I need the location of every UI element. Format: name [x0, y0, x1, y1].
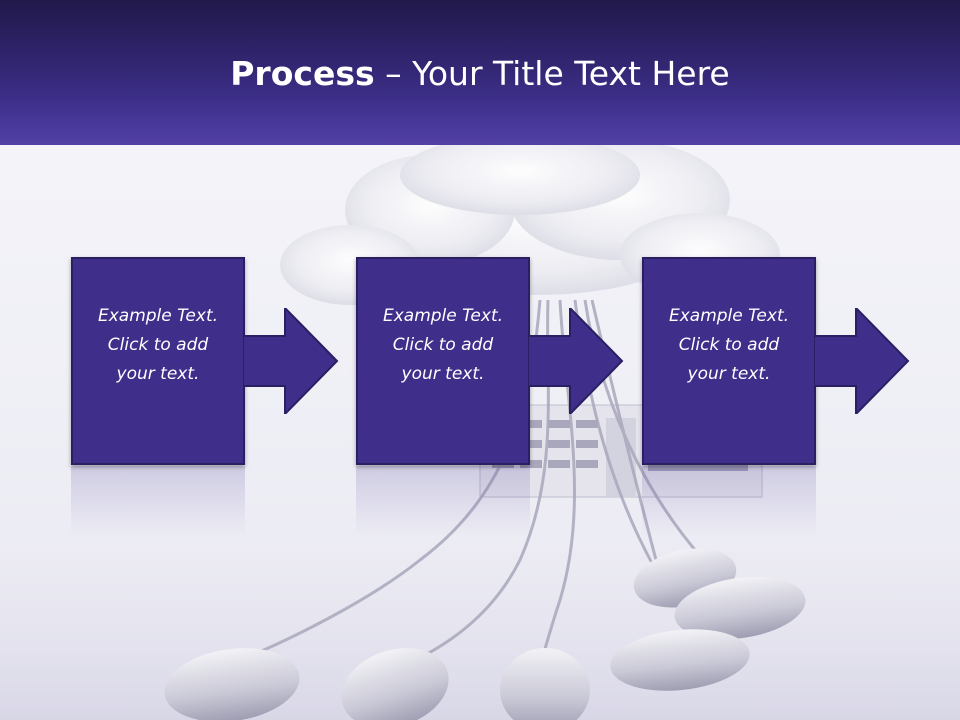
- arrow-right-icon: [814, 308, 910, 414]
- title-rest: – Your Title Text Here: [374, 54, 730, 93]
- cloud-icon: [280, 145, 780, 305]
- step-text-2[interactable]: Example Text. Click to add your text.: [382, 305, 504, 384]
- computer-mouse-icons: [164, 548, 806, 720]
- slide-title[interactable]: Process – Your Title Text Here: [0, 52, 960, 96]
- step-text-1[interactable]: Example Text. Click to add your text.: [97, 305, 219, 384]
- title-bar: [0, 0, 960, 145]
- step-text-3[interactable]: Example Text. Click to add your text.: [668, 305, 790, 384]
- title-strong: Process: [230, 54, 375, 93]
- cloud-network-mice-image: [0, 145, 960, 720]
- arrow-right-icon: [528, 308, 624, 414]
- step-box-3[interactable]: Example Text. Click to add your text.: [642, 257, 816, 465]
- step-box-1[interactable]: Example Text. Click to add your text.: [71, 257, 245, 465]
- step-box-2[interactable]: Example Text. Click to add your text.: [356, 257, 530, 465]
- arrow-right-icon: [243, 308, 339, 414]
